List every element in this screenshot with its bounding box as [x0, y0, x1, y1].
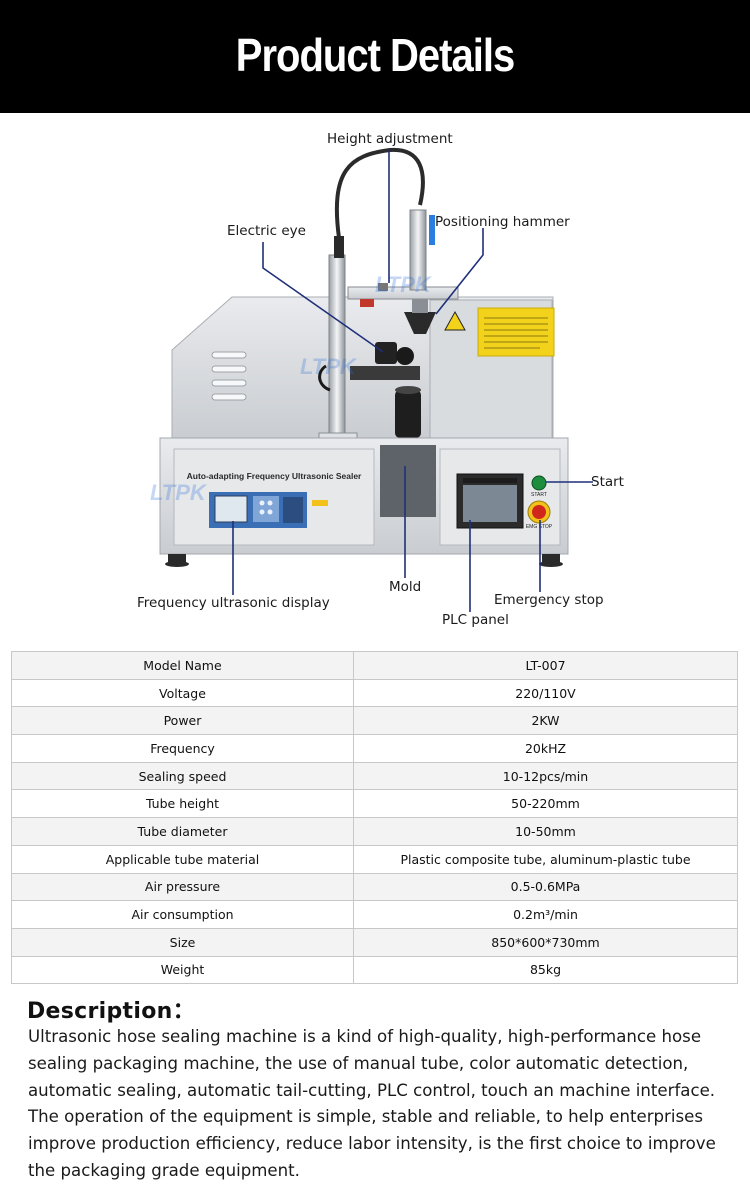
spec-value: 0.5-0.6MPa [353, 872, 738, 902]
spec-key: Frequency [11, 734, 354, 763]
spec-value: 50-220mm [353, 789, 738, 819]
callout-frequency-display: Frequency ultrasonic display [137, 595, 330, 611]
spec-key: Air pressure [11, 872, 354, 902]
spec-key: Tube height [11, 789, 354, 819]
callout-leaders [232, 150, 593, 612]
spec-key: Voltage [11, 678, 354, 708]
machine-feet [165, 554, 563, 567]
spec-key: Size [11, 927, 354, 957]
frequency-display-unit [209, 492, 328, 528]
start-button-label: START [531, 492, 547, 498]
spec-value: Plastic composite tube, aluminum-plastic… [353, 844, 738, 874]
spec-key: Applicable tube material [11, 844, 354, 874]
spec-key: Air consumption [11, 900, 354, 929]
spec-value: LT-007 [353, 651, 738, 680]
crossbar [347, 209, 459, 334]
watermark-text: LTPK [375, 272, 433, 297]
callout-emergency-stop: Emergency stop [494, 592, 604, 608]
watermark-text: LTPK [300, 354, 358, 379]
spec-key: Model Name [11, 651, 354, 680]
page-header: Product Details [0, 0, 750, 113]
spec-key: Power [11, 706, 354, 736]
electric-eye [318, 342, 420, 392]
machine-panel-label: Auto-adapting Frequency Ultrasonic Seale… [187, 471, 362, 481]
spec-key: Sealing speed [11, 761, 354, 791]
warning-label [444, 307, 555, 357]
spec-value: 10-12pcs/min [353, 761, 738, 791]
spec-value: 10-50mm [353, 817, 738, 846]
spec-value: 0.2m³/min [353, 900, 738, 929]
spec-key: Weight [11, 955, 354, 985]
description-body: Ultrasonic hose sealing machine is a kin… [28, 1027, 716, 1180]
spec-value: 850*600*730mm [353, 927, 738, 957]
callout-positioning-hammer: Positioning hammer [435, 214, 570, 230]
spec-value: 85kg [353, 955, 738, 985]
vent-slots [211, 351, 247, 401]
spec-value: 20kHZ [353, 734, 738, 763]
spec-value: 220/110V [353, 678, 738, 708]
machine-illustration: Auto-adapting Frequency Ultrasonic Seale… [150, 147, 593, 612]
spec-value: 2KW [353, 706, 738, 736]
spec-key: Tube diameter [11, 817, 354, 846]
callout-height-adjustment: Height adjustment [327, 131, 453, 147]
callout-mold: Mold [389, 579, 422, 595]
description-title: Description： [27, 999, 195, 1024]
callout-plc-panel: PLC panel [442, 612, 509, 628]
callout-electric-eye: Electric eye [227, 223, 306, 239]
watermark-text: LTPK [150, 480, 208, 505]
emergency-stop-button [527, 500, 551, 524]
product-figure: Auto-adapting Frequency Ultrasonic Seale… [0, 113, 750, 650]
start-button [531, 475, 547, 491]
page-title: Product Details [235, 30, 515, 82]
plc-touch-panel [456, 473, 524, 529]
watermark-group: LTPK LTPK LTPK [150, 272, 433, 505]
callout-start: Start [591, 474, 624, 490]
